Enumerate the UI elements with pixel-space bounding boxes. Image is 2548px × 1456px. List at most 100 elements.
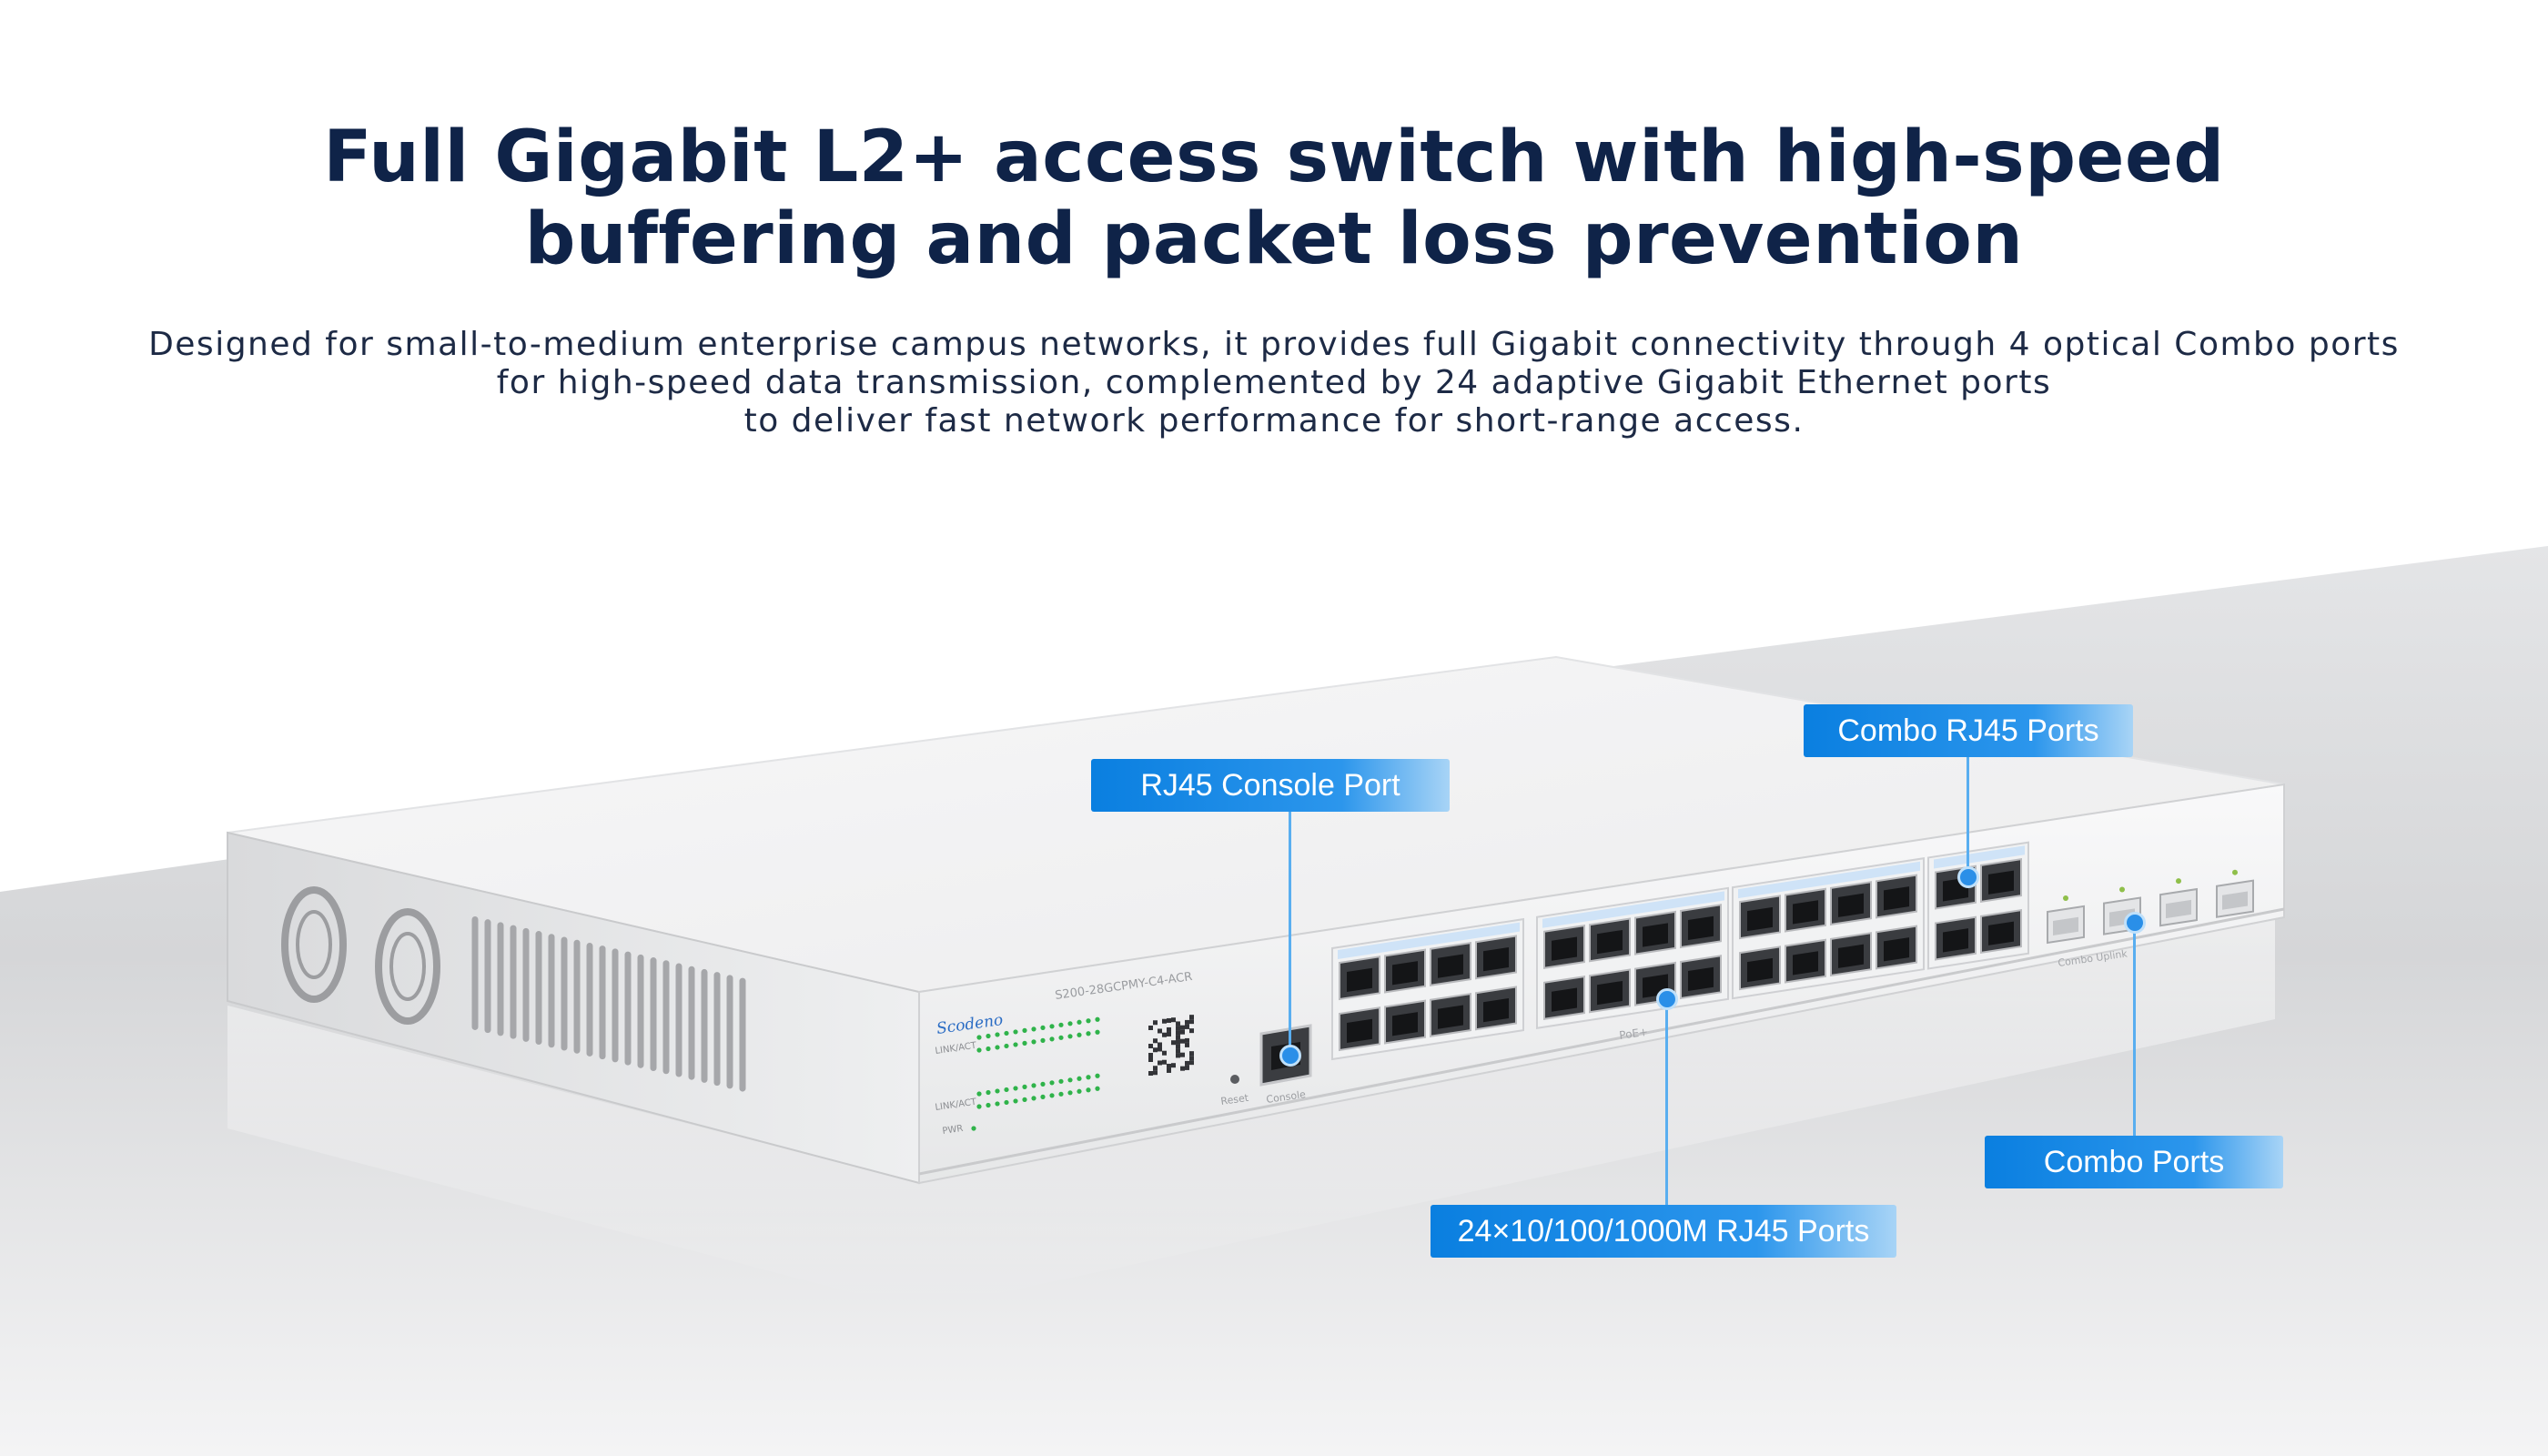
status-led (1058, 1078, 1064, 1084)
qr-module (1185, 1060, 1189, 1066)
status-led (995, 1101, 1000, 1107)
qr-module (1148, 1071, 1153, 1076)
console-label: Console (1266, 1088, 1307, 1106)
status-leds (971, 1016, 1100, 1131)
qr-module (1148, 1026, 1153, 1030)
status-led (1086, 1075, 1091, 1080)
status-led (1077, 1019, 1082, 1025)
combo-rj45-marker-dot (1957, 866, 1979, 888)
combo-marker-dot (2124, 912, 2146, 934)
qr-code (1148, 1015, 1194, 1076)
status-led (986, 1102, 991, 1108)
status-led (1031, 1039, 1036, 1045)
device-reflection (228, 919, 2275, 1310)
status-led (1004, 1043, 1009, 1049)
side-vents (471, 915, 746, 1092)
console-marker-dot (1279, 1045, 1301, 1067)
status-led (1013, 1098, 1018, 1104)
reset-label: Reset (1220, 1092, 1250, 1107)
qr-module (1153, 1066, 1158, 1071)
status-led (986, 1033, 991, 1039)
qr-module (1171, 1063, 1176, 1068)
qr-module (1185, 1042, 1189, 1047)
qr-module (1176, 1030, 1180, 1036)
qr-module (1189, 1051, 1194, 1057)
qr-module (1162, 1050, 1167, 1056)
port-number-strip (1934, 845, 2025, 869)
status-led (1077, 1076, 1082, 1081)
sfp-led (2232, 869, 2238, 875)
status-led (1058, 1022, 1064, 1027)
status-led (1022, 1040, 1027, 1046)
status-led (1067, 1021, 1073, 1026)
status-led (976, 1104, 982, 1109)
qr-module (1167, 1067, 1171, 1073)
status-led (986, 1089, 991, 1096)
status-led (1022, 1084, 1027, 1089)
status-led (995, 1088, 1000, 1094)
rj45-leader-line (1665, 999, 1668, 1207)
description-line-3: to deliver fast network performance for … (743, 402, 1805, 440)
combo-rj45-leader-line (1967, 757, 1969, 875)
status-led (1086, 1018, 1091, 1024)
qr-module (1185, 1024, 1189, 1029)
status-led (1067, 1034, 1073, 1039)
sfp-led (2119, 886, 2125, 893)
sfp-led (2176, 878, 2181, 885)
status-led (1095, 1073, 1100, 1078)
qr-module (1158, 1060, 1162, 1066)
qr-module (1180, 1066, 1185, 1071)
status-led (1004, 1099, 1009, 1106)
status-led (1013, 1042, 1018, 1047)
qr-module (1189, 1060, 1194, 1066)
qr-module (1180, 1029, 1185, 1035)
status-led (1022, 1097, 1027, 1102)
qr-module (1176, 1021, 1180, 1026)
status-led (1049, 1080, 1055, 1086)
qr-module (1185, 1019, 1189, 1025)
qr-module (1167, 1017, 1171, 1023)
status-led (1058, 1035, 1064, 1040)
port-number-strip (1542, 891, 1724, 928)
callout-combo-ports: Combo Ports (1985, 1136, 2283, 1188)
headline-line-2: buffering and packet loss prevention (524, 198, 2024, 280)
qr-module (1180, 1038, 1185, 1044)
qr-module (1176, 1044, 1180, 1049)
rj45-marker-dot (1656, 988, 1678, 1010)
status-led (995, 1032, 1000, 1037)
qr-module (1176, 1053, 1180, 1058)
qr-module (1148, 1044, 1153, 1048)
status-led (1040, 1037, 1046, 1043)
description-line-2: for high-speed data transmission, comple… (496, 364, 2052, 401)
led-label-pwr: PWR (942, 1124, 964, 1137)
combo-leader-line (2133, 921, 2136, 1136)
qr-module (1153, 1070, 1158, 1076)
status-led (1086, 1031, 1091, 1036)
qr-module (1153, 1020, 1158, 1026)
status-led (976, 1091, 982, 1097)
qr-module (1171, 1040, 1176, 1046)
status-led (976, 1047, 982, 1053)
qr-module (1162, 1018, 1167, 1024)
port-number-strip (1738, 861, 1920, 899)
status-led (1004, 1087, 1009, 1093)
status-led (995, 1045, 1000, 1050)
qr-module (1180, 1025, 1185, 1030)
status-led (1022, 1027, 1027, 1033)
qr-module (1171, 1017, 1176, 1023)
sfp-led (2063, 895, 2068, 901)
status-led (1049, 1093, 1055, 1098)
qr-module (1185, 1037, 1189, 1043)
console-leader-line (1289, 812, 1291, 1056)
port-number-strip (1338, 922, 1520, 959)
qr-module (1176, 1048, 1180, 1054)
qr-module (1185, 1065, 1189, 1070)
qr-module (1153, 1047, 1158, 1053)
qr-module (1176, 1039, 1180, 1045)
status-led (1031, 1026, 1036, 1032)
rj45-port-array (1331, 841, 2029, 1061)
qr-module (1162, 1032, 1167, 1037)
status-led (976, 1035, 982, 1040)
status-led (1049, 1036, 1055, 1042)
